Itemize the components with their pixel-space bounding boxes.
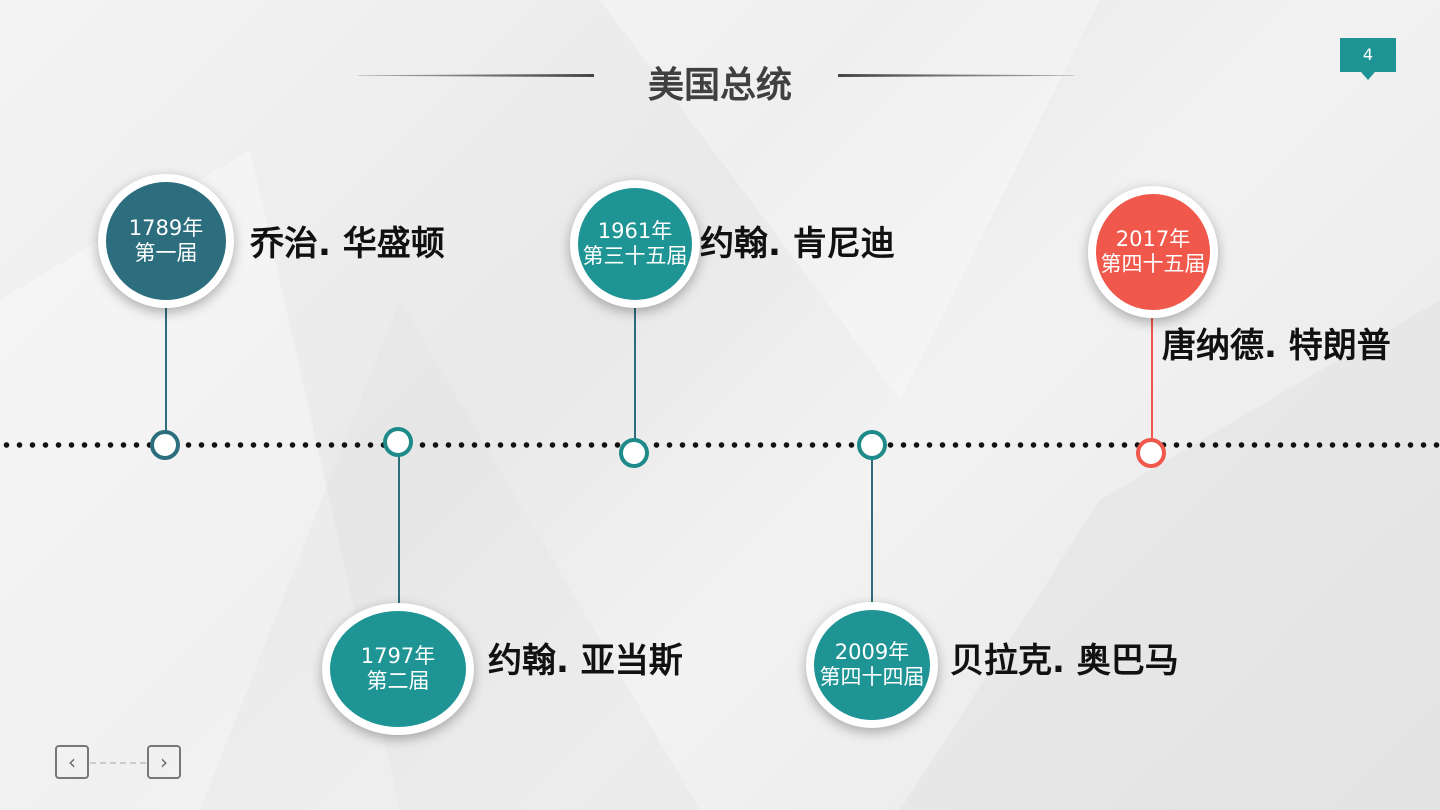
year-label: 1789年 xyxy=(128,215,204,240)
timeline-marker-2009[interactable] xyxy=(857,430,887,460)
president-name: 约翰. 肯尼迪 xyxy=(700,224,895,264)
stem-2017 xyxy=(1151,310,1153,440)
title-line-left xyxy=(358,74,594,77)
timeline-marker-1797[interactable] xyxy=(383,427,413,457)
page-number-badge: 4 xyxy=(1340,38,1396,80)
president-name: 乔治. 华盛顿 xyxy=(250,224,445,264)
timeline-marker-1961[interactable] xyxy=(619,438,649,468)
year-label: 2009年 xyxy=(834,639,910,664)
year-label: 1961年 xyxy=(597,218,673,243)
timeline-marker-2017[interactable] xyxy=(1136,438,1166,468)
term-label: 第四十五届 xyxy=(1100,252,1206,276)
stem-1961 xyxy=(634,300,636,440)
term-circle-1961: 1961年 第三十五届 xyxy=(570,180,700,308)
prev-button[interactable]: ‹ xyxy=(55,745,89,779)
timeline-marker-1789[interactable] xyxy=(150,430,180,460)
nav-dashed-line xyxy=(90,762,146,764)
term-circle-1797: 1797年 第二届 xyxy=(322,603,474,735)
title-line-right xyxy=(838,74,1074,77)
next-button[interactable]: › xyxy=(147,745,181,779)
term-label: 第四十四届 xyxy=(819,665,925,689)
president-name: 约翰. 亚当斯 xyxy=(488,641,683,681)
term-label: 第二届 xyxy=(366,669,430,693)
stem-1789 xyxy=(165,300,167,432)
timeline-dotted-line xyxy=(0,440,1440,450)
year-label: 1797年 xyxy=(360,643,436,668)
term-label: 第三十五届 xyxy=(582,244,688,268)
page-title: 美国总统 xyxy=(647,65,792,106)
stem-1797 xyxy=(398,456,400,606)
term-circle-2017: 2017年 第四十五届 xyxy=(1088,186,1218,318)
year-label: 2017年 xyxy=(1115,226,1191,251)
stem-2009 xyxy=(871,458,873,606)
term-circle-2009: 2009年 第四十四届 xyxy=(806,602,938,728)
president-name: 唐纳德. 特朗普 xyxy=(1162,326,1391,366)
term-label: 第一届 xyxy=(134,241,198,265)
president-name: 贝拉克. 奥巴马 xyxy=(950,641,1179,681)
term-circle-1789: 1789年 第一届 xyxy=(98,174,234,308)
